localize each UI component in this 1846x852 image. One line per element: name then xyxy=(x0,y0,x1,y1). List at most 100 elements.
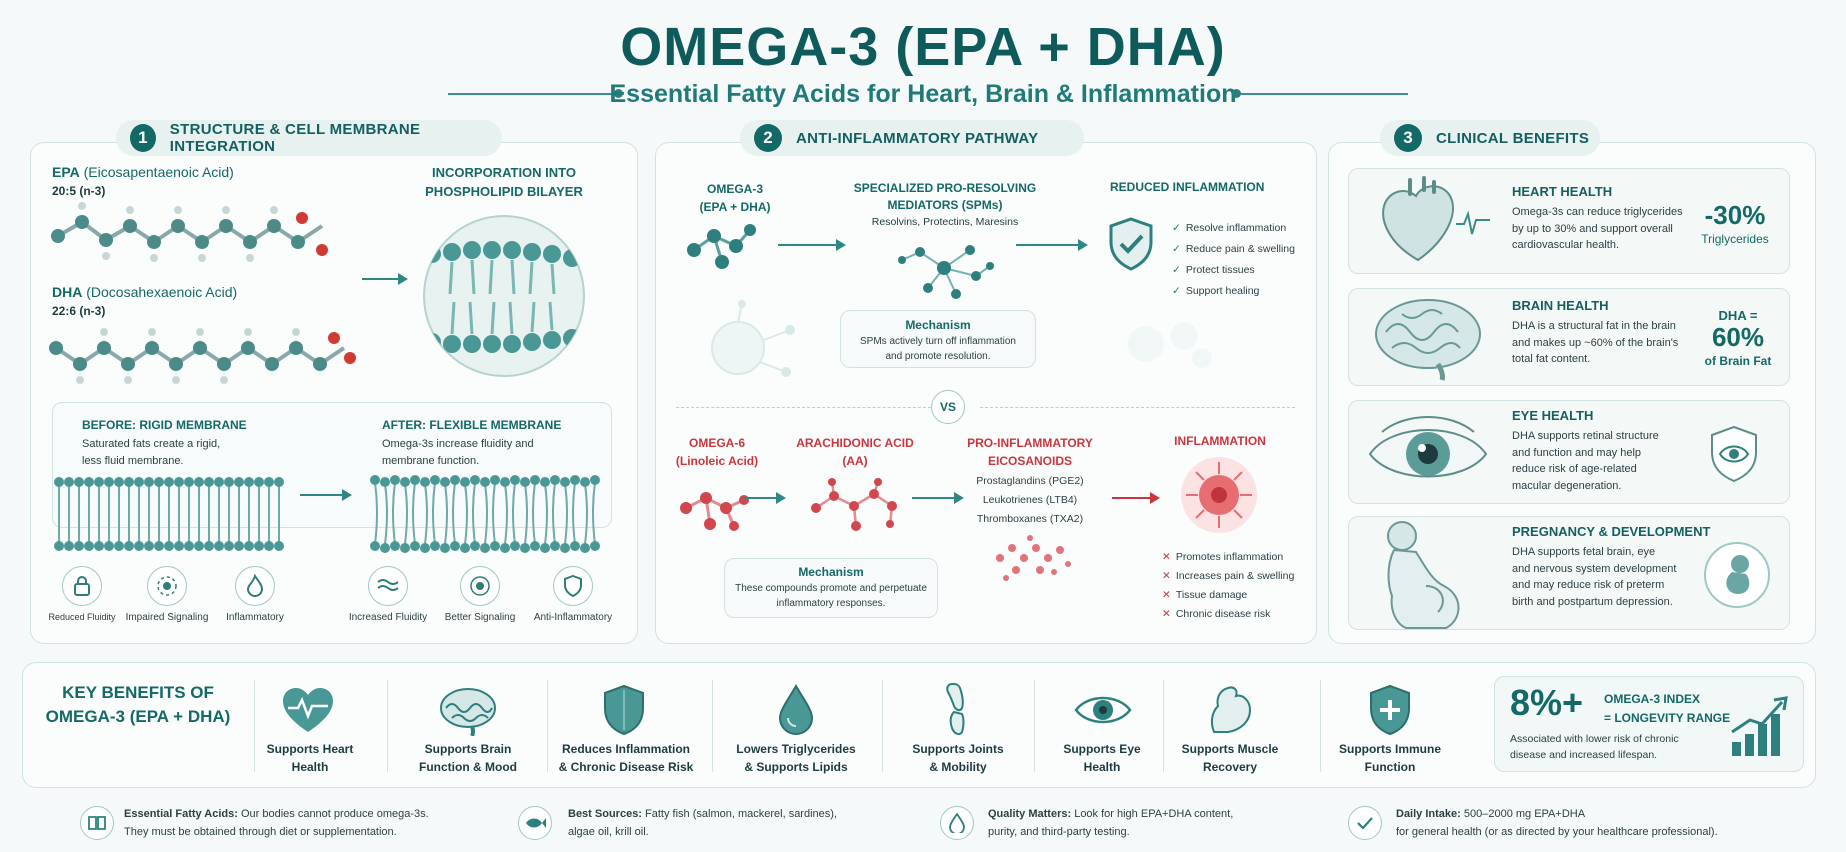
aa-label-line2: (AA) xyxy=(842,454,868,468)
after-text-line2: membrane function. xyxy=(382,454,480,467)
growth-chart-icon xyxy=(1731,696,1788,756)
footer-note-text: Look for high EPA+DHA content, xyxy=(1071,808,1234,820)
divider xyxy=(712,680,713,772)
divider xyxy=(254,680,255,772)
mechanism-text-line1: These compounds promote and perpetuate xyxy=(735,583,927,594)
key-benefits-title: KEY BENEFITS OF OMEGA-3 (EPA + DHA) xyxy=(32,681,244,729)
omega3-label-line2: (EPA + DHA) xyxy=(699,200,771,214)
eye-icon xyxy=(1074,696,1132,724)
divider xyxy=(547,680,548,772)
mechanism-text-line1: SPMs actively turn off inflammation xyxy=(860,336,1016,347)
drop-icon xyxy=(778,684,814,735)
benefit-label-line2: Recovery xyxy=(1202,760,1258,774)
list-item: Prostaglandins (PGE2) xyxy=(976,475,1084,487)
page-title: OMEGA-3 (EPA + DHA) xyxy=(620,17,1226,77)
footer-note-bold: Best Sources: xyxy=(568,808,642,820)
clinical-text-line: total fat content. xyxy=(1512,353,1591,365)
clinical-text-line: reduce risk of age-related xyxy=(1512,463,1637,475)
before-text-line1: Saturated fats create a rigid, xyxy=(82,438,221,450)
stat-prefix: DHA = xyxy=(1718,308,1758,323)
clinical-text: Omega-3s can reduce triglycerides by up … xyxy=(1512,204,1683,254)
after-title: AFTER: FLEXIBLE MEMBRANE xyxy=(382,418,562,432)
mechanism-box-omega3 xyxy=(840,310,1036,368)
key-benefits-title-line1: KEY BENEFITS OF xyxy=(62,683,214,702)
clinical-text-line: macular degeneration. xyxy=(1512,479,1622,492)
benefit-label-line1: Reduces Inflammation xyxy=(561,742,691,756)
incorporation-title-line1: INCORPORATION INTO xyxy=(432,165,576,180)
icon-label-increased-fluidity: Increased Fluidity xyxy=(348,612,428,623)
section-number: 1 xyxy=(130,124,156,152)
footer-note-text: algae oil, krill oil. xyxy=(568,825,649,838)
after-text: Omega-3s increase fluidity and membrane … xyxy=(382,436,534,469)
list-item: ✕Tissue damage xyxy=(1162,588,1248,601)
before-text-line2: less fluid membrane. xyxy=(82,454,184,467)
membrane-comparison-box xyxy=(52,402,612,528)
footer-note-text: They must be obtained through diet or su… xyxy=(124,825,397,838)
benefit-label-line2: Health xyxy=(1083,760,1121,774)
omega3-index-title: OMEGA-3 INDEX = LONGEVITY RANGE xyxy=(1604,690,1730,727)
clinical-text: DHA supports retinal structure and funct… xyxy=(1512,428,1659,494)
divider xyxy=(387,680,388,772)
inflammation-list: ✕Promotes inflammation ✕Increases pain &… xyxy=(1162,548,1294,624)
reduced-inflammation-title: REDUCED INFLAMMATION xyxy=(1110,180,1265,194)
mechanism-text: These compounds promote and perpetuate i… xyxy=(724,581,938,611)
reduced-inflammation-list: ✓Resolve inflammation ✓Reduce pain & swe… xyxy=(1172,218,1295,302)
inflammation-title: INFLAMMATION xyxy=(1174,434,1266,448)
clinical-text: DHA is a structural fat in the brain and… xyxy=(1512,318,1678,368)
epa-formula: 20:5 (n-3) xyxy=(52,184,106,198)
brain-icon xyxy=(440,688,496,736)
clinical-text-line: DHA supports retinal structure xyxy=(1512,430,1659,442)
stat-label: of Brain Fat xyxy=(1704,354,1772,368)
mechanism-title: Mechanism xyxy=(798,565,864,579)
signal-icon xyxy=(460,566,500,606)
footer-note-essential: Essential Fatty Acids: Our bodies cannot… xyxy=(124,806,429,841)
mechanism-box-omega6 xyxy=(724,558,938,618)
stat-value: -30% xyxy=(1704,200,1766,230)
clinical-title: BRAIN HEALTH xyxy=(1512,298,1609,313)
list-item-text: Tissue damage xyxy=(1175,588,1248,601)
section-title: ANTI-INFLAMMATORY PATHWAY xyxy=(796,129,1039,147)
benefit-label-line1: Supports Immune xyxy=(1338,742,1441,756)
mechanism-text-line2: and promote resolution. xyxy=(885,351,991,362)
epa-label: EPA (Eicosapentaenoic Acid) xyxy=(52,164,234,180)
dha-name: DHA xyxy=(52,284,83,300)
benefit-label-line2: Function & Mood xyxy=(419,760,517,774)
key-benefits-title-line2: OMEGA-3 (EPA + DHA) xyxy=(45,706,231,726)
footer-note-bold: Daily Intake: xyxy=(1396,808,1461,820)
section-number: 2 xyxy=(754,124,782,152)
eicosanoids-list: Prostaglandins (PGE2) Leukotrienes (LTB4… xyxy=(950,472,1110,529)
vs-divider-right xyxy=(980,407,1295,408)
omega6-label-line2: (Linoleic Acid) xyxy=(675,454,759,468)
omega6-label: OMEGA-6 (Linoleic Acid) xyxy=(662,434,772,470)
omega3-index-text-line1: Associated with lower risk of chronic xyxy=(1510,733,1679,745)
icon-label-anti-inflammatory: Anti-Inflammatory xyxy=(533,612,613,623)
incorporation-arrow xyxy=(362,273,408,285)
pregnant-woman-icon xyxy=(1387,521,1460,629)
spm-title: SPECIALIZED PRO-RESOLVING MEDIATORS (SPM… xyxy=(840,180,1050,215)
muscle-icon xyxy=(1210,686,1252,733)
footer-note-text: Our bodies cannot produce omega-3s. xyxy=(237,808,429,820)
eye-organ-icon xyxy=(1368,416,1488,478)
benefit-label-line1: Lowers Triglycerides xyxy=(736,742,856,756)
benefit-label-line1: Supports Muscle xyxy=(1181,742,1279,756)
vs-divider-left xyxy=(676,407,931,408)
footer-note-text: for general health (or as directed by yo… xyxy=(1396,825,1718,838)
footer-note-intake: Daily Intake: 500–2000 mg EPA+DHA for ge… xyxy=(1396,806,1718,841)
joint-icon xyxy=(946,682,965,736)
benefit-label-line2: & Supports Lipids xyxy=(744,760,848,774)
aa-label: ARACHIDONIC ACID (AA) xyxy=(780,434,930,470)
spm-to-reduced-arrow xyxy=(1016,239,1088,251)
list-item: ✓Resolve inflammation xyxy=(1172,222,1287,234)
fish-icon xyxy=(518,806,552,840)
dha-label: DHA (Docosahexaenoic Acid) xyxy=(52,284,237,300)
footer-note-text: Fatty fish (salmon, mackerel, sardines), xyxy=(641,808,837,820)
check-icon xyxy=(1348,806,1382,840)
wave-icon xyxy=(368,566,408,606)
icon-label-impaired-signaling: Impaired Signaling xyxy=(125,612,209,623)
list-item-text: Reduce pain & swelling xyxy=(1185,243,1295,255)
clinical-text-line: and makes up ~60% of the brain's xyxy=(1512,336,1679,349)
clinical-text-line: and nervous system development xyxy=(1512,562,1677,575)
shield-icon xyxy=(553,566,593,606)
